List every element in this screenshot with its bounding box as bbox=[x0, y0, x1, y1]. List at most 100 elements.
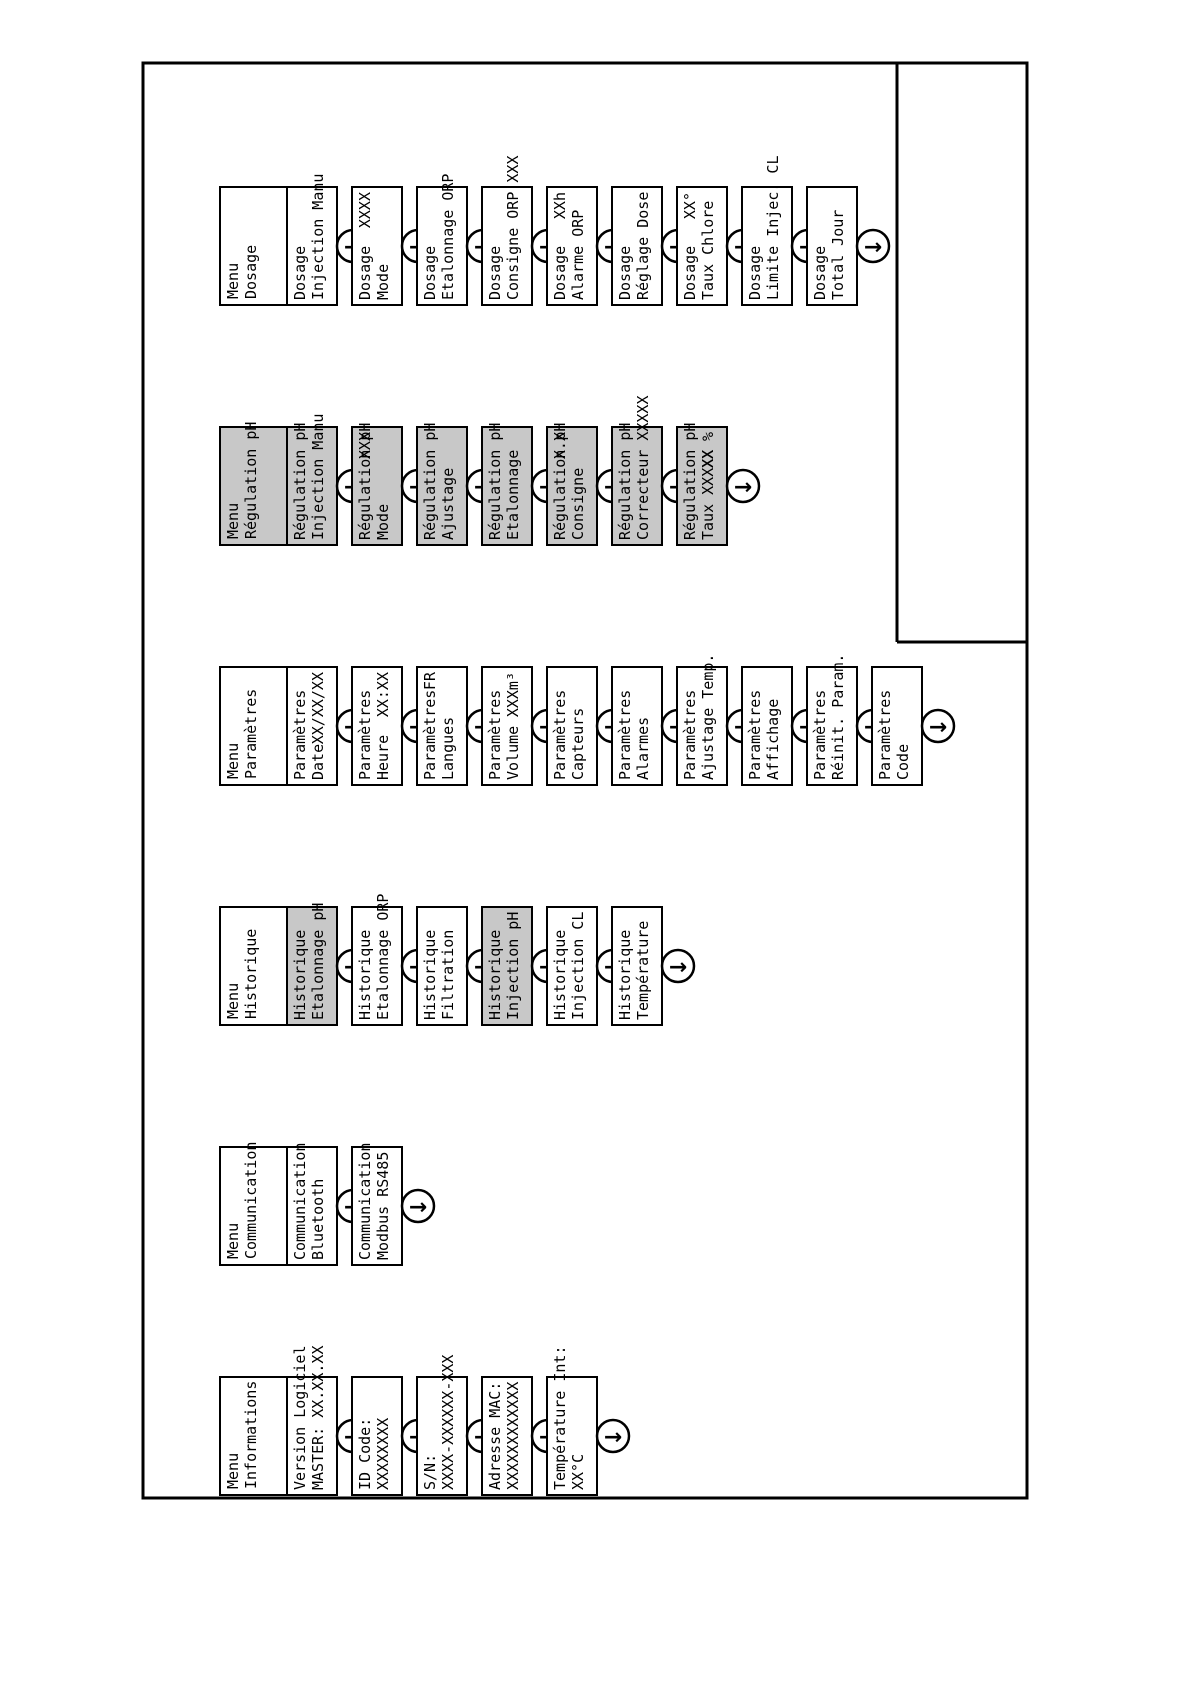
menu-item-value: XX:XX bbox=[374, 672, 392, 717]
menu-item-line1: Historique bbox=[616, 930, 634, 1020]
next-arrow-button[interactable]: → bbox=[725, 468, 761, 504]
menu-item-value: XXXX bbox=[356, 192, 374, 228]
menu-item-line1: Paramètres bbox=[421, 690, 439, 780]
menu-item-line2: Température bbox=[634, 921, 652, 1020]
menu-item-line1: Dosage bbox=[421, 246, 439, 300]
menu-item-line2: Mode bbox=[374, 504, 392, 540]
menu-item-line1: ID Code: bbox=[356, 1418, 374, 1490]
menu-header-line1: Menu bbox=[224, 1223, 242, 1259]
menu-item-line2: Réglage Dose bbox=[634, 192, 652, 300]
button-outline bbox=[725, 468, 761, 504]
button-outline bbox=[920, 708, 956, 744]
menu-item-line1: Paramètres bbox=[811, 690, 829, 780]
menu-header-line1: Menu bbox=[224, 503, 242, 539]
menu-item-line1: Paramètres bbox=[551, 690, 569, 780]
next-arrow-button[interactable]: → bbox=[855, 228, 891, 264]
menu-item-line1: Paramètres bbox=[616, 690, 634, 780]
menu-item-line1: Dosage bbox=[486, 246, 504, 300]
menu-item-line2: Volume bbox=[504, 726, 522, 780]
menu-item-line2: Heure bbox=[374, 735, 392, 780]
menu-item-line2: Etalonnage ORP bbox=[439, 174, 457, 300]
arrow-icon: → bbox=[864, 235, 882, 260]
menu-item-line2: Injection Manu bbox=[309, 414, 327, 540]
menu-item-line2: Capteurs bbox=[569, 708, 587, 780]
arrow-icon: → bbox=[409, 1195, 427, 1220]
menu-item-line1: Paramètres bbox=[876, 690, 894, 780]
next-arrow-button[interactable]: → bbox=[920, 708, 956, 744]
menu-header-line2: Régulation pH bbox=[242, 422, 260, 539]
menu-item-value: XXX bbox=[356, 432, 374, 459]
menu-item-line1: Régulation pH bbox=[616, 423, 634, 540]
menu-header-line1: Menu bbox=[224, 1453, 242, 1489]
menu-item-line2: MASTER: XX.XX.XX bbox=[309, 1346, 327, 1491]
menu-item-value: XX % bbox=[699, 432, 717, 468]
menu-item-line2: Etalonnage ORP bbox=[374, 894, 392, 1020]
menu-item-line1: Paramètres bbox=[291, 690, 309, 780]
menu-item-line2: Code bbox=[894, 744, 912, 780]
menu-item-line1: Régulation pH bbox=[291, 423, 309, 540]
menu-item-line1: Historique bbox=[486, 930, 504, 1020]
menu-item-line2: XXXX-XXXXXX-XXX bbox=[439, 1355, 457, 1490]
menu-item-line1: Adresse MAC: bbox=[486, 1382, 504, 1490]
menu-header-line1: Menu bbox=[224, 983, 242, 1019]
menu-item-line2: XXXXXXXX bbox=[374, 1418, 392, 1490]
arrow-icon: → bbox=[669, 955, 687, 980]
arrow-icon: → bbox=[929, 715, 947, 740]
next-arrow-button[interactable]: → bbox=[400, 1188, 436, 1224]
menu-item-line1: Régulation pH bbox=[356, 423, 374, 540]
menu-item-value: XXXm³ bbox=[504, 672, 522, 717]
menu-item-line2: Etalonnage pH bbox=[309, 903, 327, 1020]
menu-item-line2: Total Jour bbox=[829, 210, 847, 300]
menu-item-line1: Régulation pH bbox=[486, 423, 504, 540]
menu-item-line2: XXXXXXXXXXXX bbox=[504, 1382, 522, 1490]
menu-item-line1: Paramètres bbox=[746, 690, 764, 780]
menu-item-line2: Bluetooth bbox=[309, 1179, 327, 1260]
arrow-icon: → bbox=[734, 475, 752, 500]
menu-item-value: XX° bbox=[681, 192, 699, 219]
menu-item-line1: Dosage bbox=[681, 246, 699, 300]
menu-item-line2: Mode bbox=[374, 264, 392, 300]
menu-item-value: FR bbox=[421, 671, 439, 690]
menu-item-line1: Version Logiciel bbox=[291, 1346, 309, 1491]
next-arrow-button[interactable]: → bbox=[595, 1418, 631, 1454]
menu-item-line2: Langues bbox=[439, 717, 457, 780]
menu-item-line1: S/N: bbox=[421, 1454, 439, 1490]
menu-header-line1: Menu bbox=[224, 743, 242, 779]
menu-item-line1: Communication bbox=[356, 1143, 374, 1260]
menu-item-value: X.X bbox=[551, 432, 569, 459]
menu-header-line1: Menu bbox=[224, 263, 242, 299]
menu-header-line2: Paramètres bbox=[242, 689, 260, 779]
menu-item-line2: Ajustage bbox=[439, 468, 457, 540]
arrow-icon: → bbox=[604, 1425, 622, 1450]
menu-item-line2: Etalonnage bbox=[504, 450, 522, 540]
menu-item-line2: Limite Injec. CL bbox=[764, 156, 782, 301]
outer-frame bbox=[141, 61, 1029, 1500]
menu-item-line2: Alarmes bbox=[634, 717, 652, 780]
menu-item-line1: Historique bbox=[291, 930, 309, 1020]
menu-item-line1: Communication bbox=[291, 1143, 309, 1260]
menu-item-line2: Alarme ORP bbox=[569, 210, 587, 300]
menu-item-line1: Dosage bbox=[746, 246, 764, 300]
menu-item-line2: Consigne bbox=[569, 468, 587, 540]
button-outline bbox=[660, 948, 696, 984]
menu-item-line1: Dosage bbox=[551, 246, 569, 300]
menu-item-line1: Historique bbox=[421, 930, 439, 1020]
menu-item-line1: Dosage bbox=[356, 246, 374, 300]
menu-item-line1: Température Int: bbox=[551, 1346, 569, 1491]
button-outline bbox=[400, 1188, 436, 1224]
menu-item-line1: Paramètres bbox=[486, 690, 504, 780]
menu-item-line2: Injection Manu bbox=[309, 174, 327, 300]
menu-item-line1: Régulation pH bbox=[681, 423, 699, 540]
menu-item-line2: Consigne ORP XXX bbox=[504, 156, 522, 301]
menu-item-line1: Paramètres bbox=[356, 690, 374, 780]
menu-item-line2: Filtration bbox=[439, 930, 457, 1020]
menu-item-line1: Historique bbox=[356, 930, 374, 1020]
next-arrow-button[interactable]: → bbox=[660, 948, 696, 984]
menu-item-value: XXh bbox=[551, 192, 569, 219]
menu-item-line1: Dosage bbox=[811, 246, 829, 300]
menu-item-line2: Ajustage Temp. bbox=[699, 654, 717, 780]
menu-item-line2: Affichage bbox=[764, 699, 782, 780]
menu-header-line2: Communication bbox=[242, 1142, 260, 1259]
menu-item-line2: XX°C bbox=[569, 1454, 587, 1490]
